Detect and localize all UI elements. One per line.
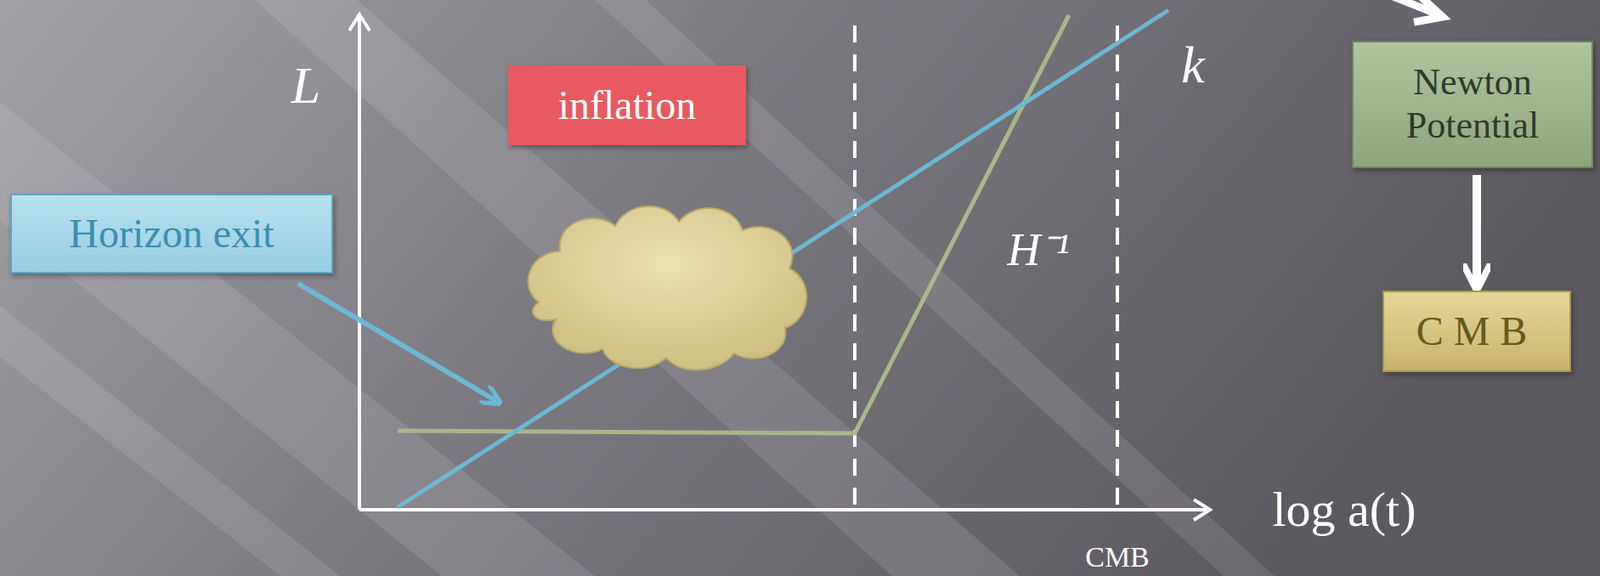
mode-line	[397, 10, 1169, 508]
process-box: CMB	[1382, 290, 1572, 373]
curve-label: H⁻¹	[1006, 226, 1069, 273]
node-text: inflation	[558, 81, 697, 129]
process-box: Newton Potential	[1351, 40, 1594, 169]
node-text: CMB	[1416, 307, 1538, 355]
axes	[349, 14, 1210, 521]
axis-label: L	[291, 58, 321, 112]
curve-label: k	[1181, 38, 1205, 91]
phase-box: inflation	[508, 65, 747, 146]
flow-arrow	[1472, 175, 1482, 286]
leader-arrow	[298, 283, 498, 402]
node-text: Horizon exit	[68, 209, 274, 257]
tick-label: CMB	[1085, 542, 1150, 572]
epoch-lines	[854, 25, 1118, 505]
hubble-radius-curve	[397, 15, 1069, 434]
light-streaks	[0, 0, 1275, 576]
cloud	[528, 206, 808, 371]
node-text: Newton Potential	[1365, 61, 1580, 147]
incoming-arrow	[1393, 0, 1443, 23]
callout-box: Horizon exit	[10, 193, 334, 274]
axis-label: log a(t)	[1272, 485, 1416, 535]
